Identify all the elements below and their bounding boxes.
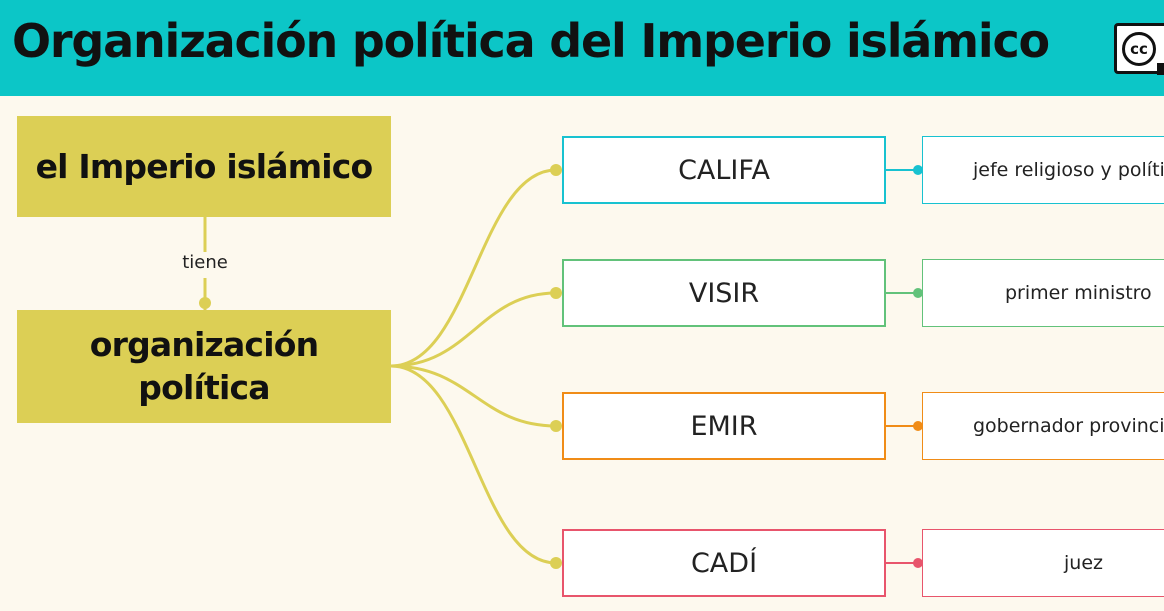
role-label-cadi: CADÍ — [690, 547, 758, 579]
page-title: Organización política del Imperio islámi… — [12, 14, 1050, 68]
branch-line-visir — [390, 291, 557, 368]
branch-line-emir — [390, 364, 557, 428]
link-dot-visir — [913, 288, 923, 298]
role-label-califa: CALIFA — [678, 154, 770, 186]
branch-dot-visir — [550, 287, 562, 299]
sub-node-line2: política — [138, 367, 270, 407]
branch-dot-cadi — [550, 557, 562, 569]
cc-logo-icon: cc — [1122, 32, 1156, 66]
role-label-emir: EMIR — [690, 410, 758, 442]
connector-label: tiene — [175, 252, 235, 273]
desc-label-visir: primer ministro — [1005, 282, 1152, 304]
sub-node[interactable]: organización política — [17, 310, 391, 423]
main-node[interactable]: el Imperio islámico — [17, 116, 391, 217]
creative-commons-badge-icon[interactable]: cc — [1114, 23, 1164, 75]
connector-dot — [199, 297, 211, 309]
license-strip — [1157, 63, 1164, 75]
header-bar: Organización política del Imperio islámi… — [0, 0, 1164, 96]
role-box-califa[interactable]: CALIFA — [562, 136, 886, 204]
role-label-visir: VISIR — [688, 277, 760, 309]
desc-label-cadi: juez — [1064, 552, 1103, 574]
desc-box-cadi[interactable]: juez — [922, 529, 1164, 597]
link-dot-cadi — [913, 558, 923, 568]
role-box-cadi[interactable]: CADÍ — [562, 529, 886, 597]
branch-dot-emir — [550, 420, 562, 432]
branch-line-cadi — [390, 364, 557, 565]
link-dot-califa — [913, 165, 923, 175]
role-box-emir[interactable]: EMIR — [562, 392, 886, 460]
desc-label-califa: jefe religioso y político — [973, 159, 1164, 181]
link-dot-emir — [913, 421, 923, 431]
desc-box-califa[interactable]: jefe religioso y político — [922, 136, 1164, 204]
desc-box-emir[interactable]: gobernador provincial — [922, 392, 1164, 460]
sub-node-line1: organización — [89, 324, 319, 364]
role-box-visir[interactable]: VISIR — [562, 259, 886, 327]
branch-line-califa — [390, 168, 557, 368]
branch-dot-califa — [550, 164, 562, 176]
desc-box-visir[interactable]: primer ministro — [922, 259, 1164, 327]
desc-label-emir: gobernador provincial — [973, 415, 1164, 437]
main-node-label: el Imperio islámico — [35, 147, 374, 186]
